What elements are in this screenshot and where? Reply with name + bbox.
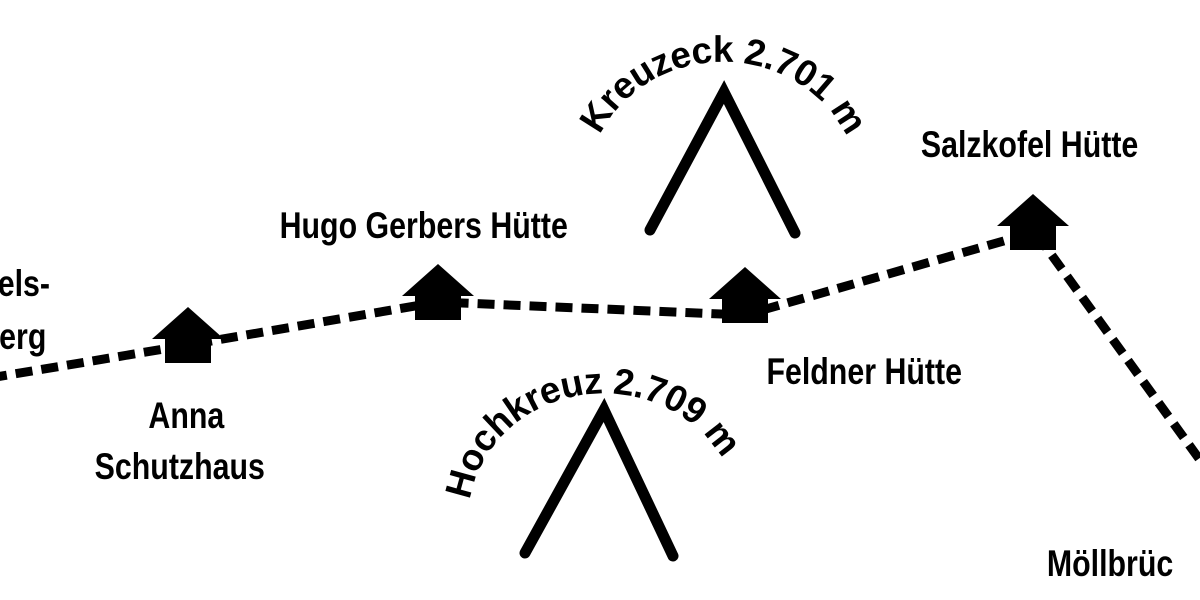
hut-icon [997, 194, 1069, 250]
hut-icon [402, 264, 474, 320]
kreuzeck-peak-icon [644, 80, 801, 239]
anna-schutzhaus-label-line1: Anna [148, 395, 225, 437]
anna-schutzhaus-label-line2: Schutzhaus [95, 446, 265, 488]
feldner-huette-label: Feldner Hütte [766, 351, 962, 393]
hut-icon [152, 307, 224, 363]
hugo-gerbers-huette-label: Hugo Gerbers Hütte [280, 205, 568, 247]
hiking-route [0, 227, 1200, 463]
hochkreuz-peak-icon [519, 397, 679, 562]
hut-label-left-line1: els- [0, 263, 50, 305]
hut-icon [709, 267, 781, 323]
salzkofel-huette-label: Salzkofel Hütte [921, 124, 1138, 166]
hut-label-left-line2: erg [0, 316, 46, 358]
moellbruecke-label: Möllbrüc [1047, 543, 1173, 585]
